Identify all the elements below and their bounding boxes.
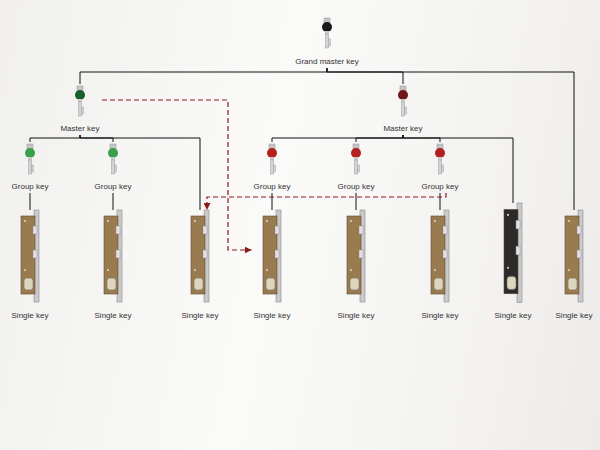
key-box: Group key bbox=[10, 142, 51, 193]
key-label: Single key bbox=[254, 311, 291, 321]
tree-line bbox=[327, 68, 574, 210]
key-box: Group key bbox=[336, 142, 377, 193]
key-box: Grand master key bbox=[293, 16, 361, 68]
tree-line bbox=[272, 193, 273, 210]
black-lock-group bbox=[504, 203, 522, 302]
key-label: Master key bbox=[383, 124, 422, 134]
key-label: Single key bbox=[338, 311, 375, 321]
tree-line bbox=[80, 135, 200, 210]
tree-line bbox=[113, 193, 114, 210]
key-label: Single key bbox=[182, 311, 219, 321]
key-label: Single key bbox=[495, 311, 532, 321]
master-key-icon bbox=[75, 86, 85, 116]
tree-line bbox=[356, 193, 357, 210]
lock-box: Single key bbox=[493, 203, 534, 322]
group-key-icon bbox=[108, 144, 118, 174]
lock-box: Single key bbox=[93, 210, 134, 322]
grand-master-key-icon bbox=[322, 18, 332, 48]
mortise-lock bbox=[431, 210, 449, 302]
tree-line bbox=[272, 135, 403, 142]
mortise-lock bbox=[565, 210, 583, 302]
key-box: Group key bbox=[420, 142, 461, 193]
master-key-icon bbox=[398, 86, 408, 116]
tree-line bbox=[30, 193, 31, 210]
key-label: Group key bbox=[422, 182, 459, 192]
key-label: Single key bbox=[556, 311, 593, 321]
mortise-lock bbox=[191, 210, 209, 302]
lock-box: Single key bbox=[554, 210, 595, 322]
lock-box: Single key bbox=[252, 210, 293, 322]
lock-box: Single key bbox=[10, 210, 51, 322]
group-key-icon bbox=[435, 144, 445, 174]
dashed-connector bbox=[102, 100, 252, 250]
tree-line bbox=[356, 135, 403, 142]
key-label: Group key bbox=[12, 182, 49, 192]
key-label: Single key bbox=[95, 311, 132, 321]
tree-line bbox=[403, 135, 513, 203]
group-key-icon bbox=[25, 144, 35, 174]
key-label: Single key bbox=[12, 311, 49, 321]
key-label: Group key bbox=[254, 182, 291, 192]
key-label: Single key bbox=[422, 311, 459, 321]
lock-box: Single key bbox=[420, 210, 461, 322]
key-label: Grand master key bbox=[295, 57, 359, 67]
tree-line bbox=[30, 135, 80, 142]
key-label: Group key bbox=[338, 182, 375, 192]
key-label: Master key bbox=[60, 124, 99, 134]
dashed-connector bbox=[207, 193, 446, 210]
tree-line bbox=[440, 193, 441, 210]
mortise-lock bbox=[104, 210, 122, 302]
group-key-icon bbox=[267, 144, 277, 174]
key-label: Group key bbox=[95, 182, 132, 192]
mortise-lock bbox=[21, 210, 39, 302]
lock-box: Single key bbox=[180, 210, 221, 322]
tree-line bbox=[80, 68, 327, 84]
tree-line bbox=[327, 68, 403, 84]
key-box: Master key bbox=[58, 84, 102, 135]
mortise-lock bbox=[504, 203, 522, 302]
mortise-lock bbox=[263, 210, 281, 302]
mortise-lock bbox=[347, 210, 365, 302]
key-box: Group key bbox=[252, 142, 293, 193]
key-box: Master key bbox=[381, 84, 425, 135]
key-box: Group key bbox=[93, 142, 134, 193]
lock-box: Single key bbox=[336, 210, 377, 322]
group-key-icon bbox=[351, 144, 361, 174]
